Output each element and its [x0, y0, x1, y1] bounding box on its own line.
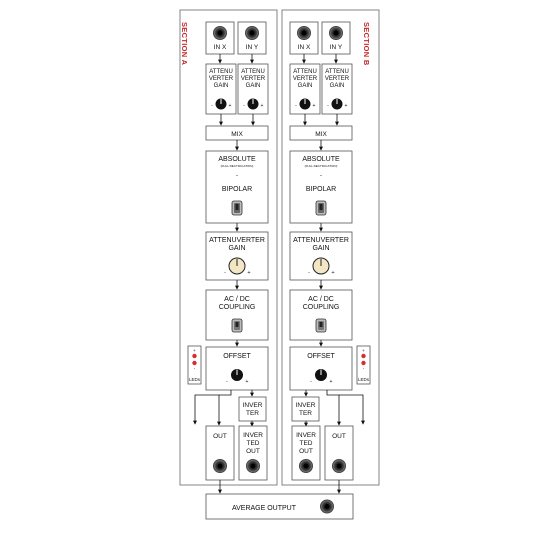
- absolute-label: ABSOLUTE: [302, 156, 340, 163]
- attenuverter-y-line1: ATTENU: [241, 69, 265, 75]
- rectifier-toggle-switch-icon[interactable]: [315, 200, 327, 216]
- led-negative-icon: [192, 360, 197, 366]
- section-b-title: SECTION B: [362, 22, 371, 66]
- inverter-line1: INVER: [296, 402, 316, 409]
- offset-label: OFFSET: [223, 353, 251, 360]
- inverted-out-box: [291, 425, 321, 481]
- acdc-line1: AC / DC: [224, 296, 250, 303]
- knob-minus-label: -: [224, 270, 226, 276]
- attenuverter-y-line2: VERTER: [325, 76, 350, 82]
- bipolar-label: BIPOLAR: [222, 186, 252, 193]
- attenuverter-y-line3: GAIN: [246, 83, 261, 89]
- absolute-label: ABSOLUTE: [218, 156, 256, 163]
- inverted-out-line2: TED: [300, 440, 313, 447]
- led-minus-label: -: [363, 366, 365, 371]
- knob-plus-label: +: [261, 103, 264, 109]
- knob-minus-label: -: [211, 103, 213, 109]
- arrow-icon: [193, 390, 232, 425]
- acdc-line2: COUPLING: [219, 304, 256, 311]
- offset-label: OFFSET: [307, 353, 335, 360]
- knob-plus-label: +: [345, 103, 348, 109]
- in-y-label: IN Y: [246, 44, 259, 51]
- average-output-label: AVERAGE OUTPUT: [232, 505, 297, 512]
- offset-box: [289, 346, 353, 391]
- inverter-line2: TER: [246, 410, 259, 417]
- acdc-line1: AC / DC: [308, 296, 334, 303]
- acdc-toggle-switch-icon[interactable]: [315, 318, 327, 333]
- leds-label: LEDs: [189, 377, 201, 382]
- bipolar-label: BIPOLAR: [306, 186, 336, 193]
- led-negative-icon: [361, 360, 366, 366]
- attenuverter-x-line1: ATTENU: [209, 69, 233, 75]
- inverted-out-line3: OUT: [246, 448, 260, 455]
- acdc-line2: COUPLING: [303, 304, 340, 311]
- knob-plus-label: +: [229, 103, 232, 109]
- knob-minus-label: -: [310, 379, 312, 385]
- attenuverter-y-line2: VERTER: [241, 76, 266, 82]
- knob-minus-label: -: [308, 270, 310, 276]
- knob-plus-label: +: [330, 379, 333, 385]
- led-plus-label: +: [362, 348, 365, 353]
- knob-minus-label: -: [295, 103, 297, 109]
- section-a: SECTION A IN X IN Y ATTENU VERTER GAIN -…: [179, 9, 278, 494]
- gain-line1: ATTENUVERTER: [209, 237, 265, 244]
- absolute-sublabel: (FULL RECTIFICATION): [305, 164, 338, 168]
- in-x-label: IN X: [298, 44, 311, 51]
- knob-minus-label: -: [226, 379, 228, 385]
- gain-line2: GAIN: [312, 245, 329, 252]
- gain-line2: GAIN: [228, 245, 245, 252]
- inverter-line1: INVER: [243, 402, 263, 409]
- section-a-title: SECTION A: [180, 22, 189, 66]
- attenuverter-x-line3: GAIN: [214, 83, 229, 89]
- knob-plus-label: +: [313, 103, 316, 109]
- inverted-out-line2: TED: [247, 440, 260, 447]
- inverted-out-line3: OUT: [299, 448, 313, 455]
- rectifier-dash: -: [320, 173, 322, 179]
- led-plus-label: +: [193, 348, 196, 353]
- in-y-label: IN Y: [330, 44, 343, 51]
- knob-plus-label: +: [331, 270, 334, 276]
- attenuverter-x-line2: VERTER: [209, 76, 234, 82]
- attenuverter-x-line3: GAIN: [298, 83, 313, 89]
- knob-minus-label: -: [327, 103, 329, 109]
- inverted-out-line1: INVER: [296, 432, 316, 439]
- out-label: OUT: [332, 433, 346, 440]
- led-minus-label: -: [194, 366, 196, 371]
- inverter-box: [291, 396, 320, 422]
- mix-label: MIX: [231, 131, 243, 138]
- arrow-icon: [326, 390, 365, 425]
- absolute-sublabel: (FULL RECTIFICATION): [221, 164, 254, 168]
- knob-plus-label: +: [247, 270, 250, 276]
- out-label: OUT: [213, 433, 227, 440]
- in-x-label: IN X: [214, 44, 227, 51]
- attenuverter-y-line1: ATTENU: [325, 69, 349, 75]
- led-positive-icon: [361, 353, 366, 359]
- attenuverter-x-line2: VERTER: [293, 76, 318, 82]
- acdc-toggle-switch-icon[interactable]: [231, 318, 243, 333]
- rectifier-dash: -: [236, 173, 238, 179]
- inverter-box: [238, 396, 267, 422]
- knob-minus-label: -: [243, 103, 245, 109]
- inverted-out-line1: INVER: [243, 432, 263, 439]
- section-b: SECTION B IN X IN Y ATTENU VERTER GAIN -…: [281, 9, 380, 494]
- inverter-line2: TER: [299, 410, 312, 417]
- mix-label: MIX: [315, 131, 327, 138]
- led-positive-icon: [192, 353, 197, 359]
- attenuverter-y-line3: GAIN: [330, 83, 345, 89]
- offset-box: [205, 346, 269, 391]
- attenuverter-x-line1: ATTENU: [293, 69, 317, 75]
- rectifier-toggle-switch-icon[interactable]: [231, 200, 243, 216]
- knob-plus-label: +: [246, 379, 249, 385]
- gain-line1: ATTENUVERTER: [293, 237, 349, 244]
- leds-label: LEDs: [358, 377, 370, 382]
